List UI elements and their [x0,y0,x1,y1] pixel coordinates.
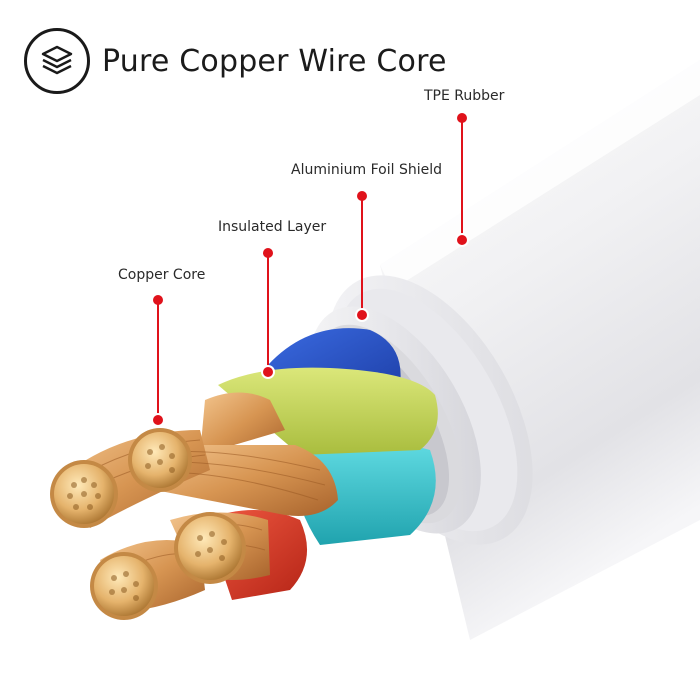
page-title: Pure Copper Wire Core [102,43,447,79]
label-copper-core: Copper Core [118,267,206,283]
callout-marker [355,308,369,322]
callout-copper-core [151,295,165,427]
callout-tpe-rubber [455,113,469,247]
callout-marker [261,365,275,379]
callout-top-dot [153,295,163,305]
layers-icon [24,28,90,94]
callout-top-dot [263,248,273,258]
label-tpe-rubber: TPE Rubber [424,88,505,104]
header: Pure Copper Wire Core [24,26,447,96]
label-insulated-layer: Insulated Layer [218,219,327,235]
callout-marker [455,233,469,247]
copper-strands [50,392,338,620]
callout-insulated-layer [261,248,275,379]
callout-top-dot [357,191,367,201]
layers-icon-glyph [41,45,73,75]
label-aluminium-foil-shield: Aluminium Foil Shield [291,162,442,178]
callout-marker [151,413,165,427]
callout-top-dot [457,113,467,123]
insulated-wires [205,328,438,600]
callout-aluminium-foil-shield [355,191,369,322]
